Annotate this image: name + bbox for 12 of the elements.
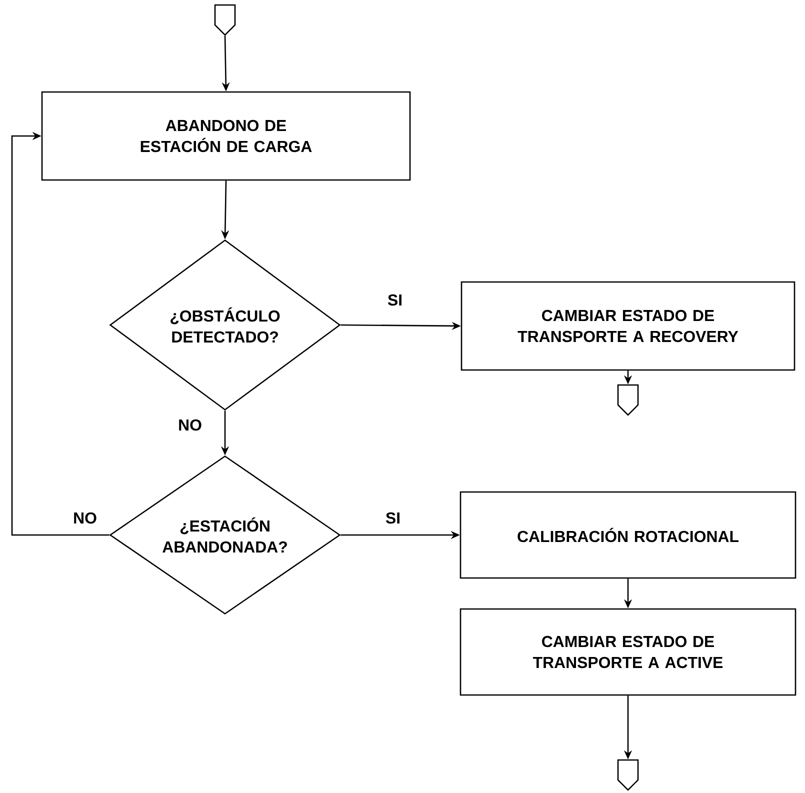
arrow [11,132,110,536]
connector-pentagon [617,759,639,791]
process-box: CAMBIAR ESTADO DE TRANSPORTE A ACTIVE [460,608,796,696]
process-box: CAMBIAR ESTADO DE TRANSPORTE A RECOVERY [460,281,796,371]
edge-label: SI [384,511,402,525]
edge-label: SI [386,293,404,307]
process-box: CALIBRACIÓN ROTACIONAL [460,491,796,579]
connector-pentagon [617,384,639,416]
process-box: ABANDONO DE ESTACIÓN DE CARGA [41,91,411,181]
edge-label: NO [177,418,203,432]
connector-pentagon [214,4,236,36]
edge-label: NO [72,511,98,525]
